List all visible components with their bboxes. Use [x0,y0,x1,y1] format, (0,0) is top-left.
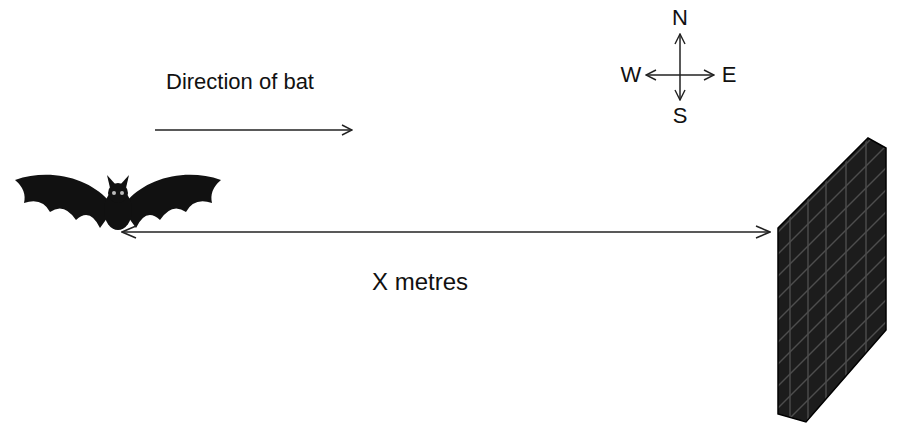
bat-wing [126,175,221,228]
compass-letter: W [621,63,642,87]
bat-ear [107,175,116,188]
compass-letter: S [673,104,688,128]
compass-arrow [679,34,681,67]
bat-eye [112,191,116,195]
bat-ear [120,175,129,188]
compass-letter: N [672,6,688,30]
compass-arrow [680,74,714,76]
direction-label: Direction of bat [166,70,314,94]
bat-figure [15,175,221,230]
bat-wing [15,175,110,228]
bat-eye [120,191,124,195]
distance-arrow [122,231,770,233]
wall-face [778,138,886,422]
compass-letter: E [722,63,737,87]
compass [646,34,714,100]
brick-wall [760,110,899,430]
compass-arrow [679,67,681,100]
direction-arrow [155,129,352,130]
brick-joints [760,110,899,430]
dimension-label: X metres [372,269,468,295]
wall-edge [778,138,886,422]
compass-arrow [646,74,680,76]
